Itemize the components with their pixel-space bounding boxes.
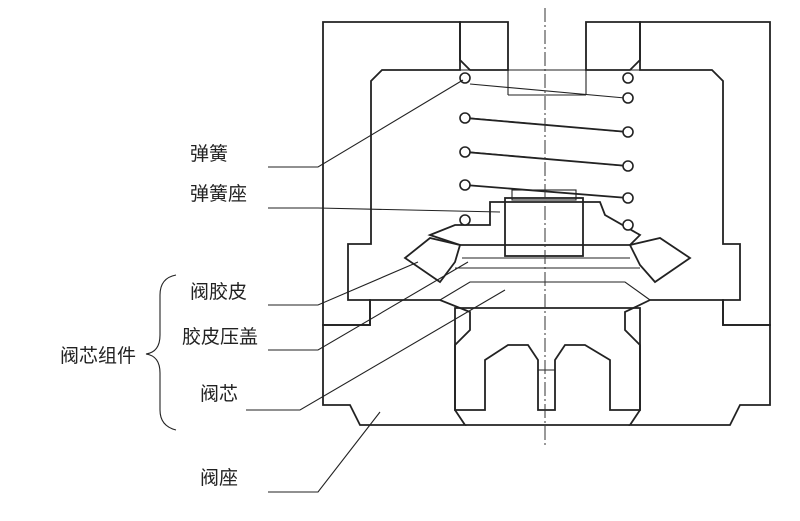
valve-body-left-wall <box>322 21 461 326</box>
valve-seat-right <box>624 299 771 426</box>
label-valve-core: 阀芯 <box>200 383 238 405</box>
spring-seat <box>504 189 584 257</box>
valve-rubber-right <box>628 237 692 284</box>
valve-body <box>322 21 771 326</box>
group-brace <box>145 274 177 431</box>
label-spring-seat: 弹簧座 <box>190 183 247 205</box>
spring <box>459 72 634 231</box>
label-spring: 弹簧 <box>190 143 228 165</box>
valve-seat-left <box>322 299 471 426</box>
top-plug <box>459 21 509 71</box>
label-valve-core-assembly: 阀芯组件 <box>60 345 136 367</box>
label-rubber-cover: 胶皮压盖 <box>182 326 258 348</box>
label-valve-seat: 阀座 <box>200 467 238 489</box>
valve-seat <box>322 299 771 426</box>
valve-core <box>439 281 651 411</box>
valve-rubber-left <box>403 237 462 284</box>
valve-core-body <box>454 307 641 411</box>
label-valve-rubber: 阀胶皮 <box>190 281 247 303</box>
rubber-cover <box>427 201 642 269</box>
spring-seat-block <box>504 197 584 257</box>
leader-lines <box>246 79 506 493</box>
top-plug-right <box>585 21 641 71</box>
spring-coil-sections <box>459 72 634 231</box>
